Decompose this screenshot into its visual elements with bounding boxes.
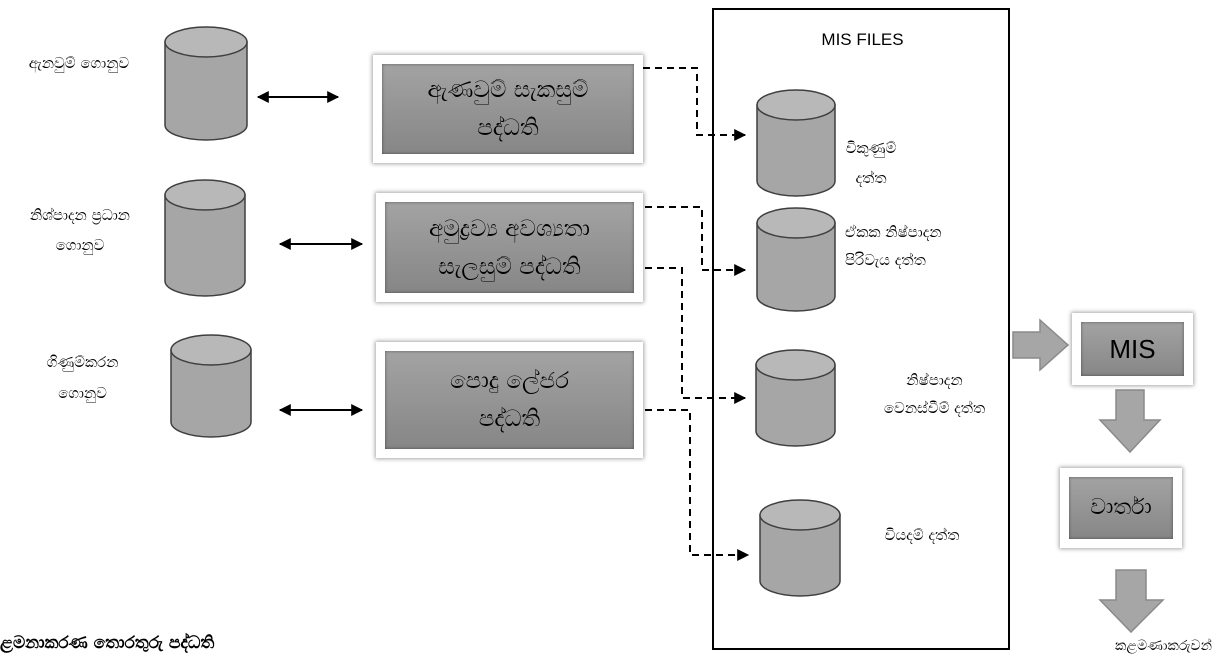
cylinder-body <box>756 104 836 197</box>
mis-files-container <box>712 8 1010 650</box>
managers-label: කළමණාකරුවන් <box>1115 638 1212 654</box>
material-requirements-system-box: අමුද්‍රව්‍ය අවශ්‍යතා සැලසුම් පද්ධති <box>376 193 643 302</box>
reports-box: වාර්තා <box>1060 468 1182 548</box>
label-line: ගොනුව <box>58 384 107 402</box>
cylinder-top <box>755 349 836 381</box>
sales-data-label: විකුණුම් දත්ත <box>835 133 907 193</box>
unit-cost-data-label: ඒකක නිෂ්පාදන පිරිවැය දත්ත <box>845 218 1007 274</box>
box-line: පද්ධති <box>478 406 541 432</box>
label-line: ඇනවුම් ගොනුව <box>28 54 130 72</box>
box-line: අමුද්‍රව්‍ය අවශ්‍යතා <box>428 215 591 242</box>
unit-cost-data-database-icon <box>756 207 836 312</box>
label-line: දත්ත <box>855 169 887 187</box>
cylinder-body <box>756 222 836 312</box>
reports-label: වාර්තා <box>1090 495 1152 520</box>
cylinder-top <box>164 179 246 211</box>
cylinder-top <box>170 334 252 366</box>
dashed-connector-ledger-to-expense <box>645 409 750 561</box>
production-change-data-database-icon <box>755 349 836 447</box>
dashed-connector-order-to-sales <box>643 67 747 141</box>
box-line: පොදු ලේජර <box>450 368 569 394</box>
cylinder-body <box>759 514 841 597</box>
label-line: නිශ්පාදන ප්‍රධාන <box>30 206 130 224</box>
accounting-file-database-icon <box>170 334 252 438</box>
down-block-arrow-icon <box>1098 569 1165 634</box>
label-line: විකුණුම් <box>845 139 897 157</box>
label-line: වියදම් දත්ත <box>884 526 960 544</box>
production-master-file-label: නිශ්පාදන ප්‍රධාන ගොනුව <box>0 200 160 260</box>
mis-files-title: MIS FILES <box>821 30 904 49</box>
orders-file-label: ඇනවුම් ගොනුව <box>0 49 158 77</box>
production-master-file-database-icon <box>164 179 246 297</box>
cylinder-top <box>756 207 836 239</box>
expense-data-database-icon <box>759 499 841 597</box>
label-line: නිෂ්පාදන <box>906 371 963 389</box>
general-ledger-system-box: පොදු ලේජර පද්ධති <box>376 342 643 458</box>
cylinder-top <box>756 89 836 121</box>
box-line: පද්ධති <box>477 115 539 141</box>
accounting-file-label: ගිණුම්කරන ගොනුව <box>30 347 135 409</box>
cylinder-top <box>164 26 248 58</box>
mis-box: MIS <box>1072 313 1193 385</box>
down-block-arrow-icon <box>1098 389 1162 454</box>
label-line: ගිණුම්කරන <box>46 353 119 371</box>
label-line: ගොනුව <box>55 236 105 254</box>
cylinder-top <box>759 499 841 531</box>
cylinder-body <box>755 364 836 447</box>
right-block-arrow-icon <box>1012 318 1070 372</box>
cylinder-body <box>164 41 248 141</box>
sales-data-database-icon <box>756 89 836 197</box>
box-line: ඇණවුම් සැකසුම් <box>427 77 589 103</box>
cylinder-body <box>170 349 252 438</box>
box-line: සැලසුම් පද්ධති <box>438 253 581 280</box>
label-line: ඒකක නිෂ්පාදන <box>845 223 942 241</box>
order-processing-system-box: ඇණවුම් සැකසුම් පද්ධති <box>373 55 643 163</box>
cylinder-body <box>164 194 246 297</box>
dashed-connector-mrp-to-unit-cost <box>645 206 747 276</box>
production-change-data-label: නිෂ්පාදන වෙනස්වීම් දත්ත <box>862 366 1007 422</box>
mis-label: MIS <box>1109 334 1156 364</box>
expense-data-label: වියදම් දත්ත <box>870 521 974 549</box>
diagram-caption: ළමනාකරණ තොරතුරු පද්ධති <box>0 633 215 653</box>
orders-file-database-icon <box>164 26 248 141</box>
label-line: වෙනස්වීම් දත්ත <box>883 399 986 417</box>
label-line: පිරිවැය දත්ත <box>845 251 926 269</box>
